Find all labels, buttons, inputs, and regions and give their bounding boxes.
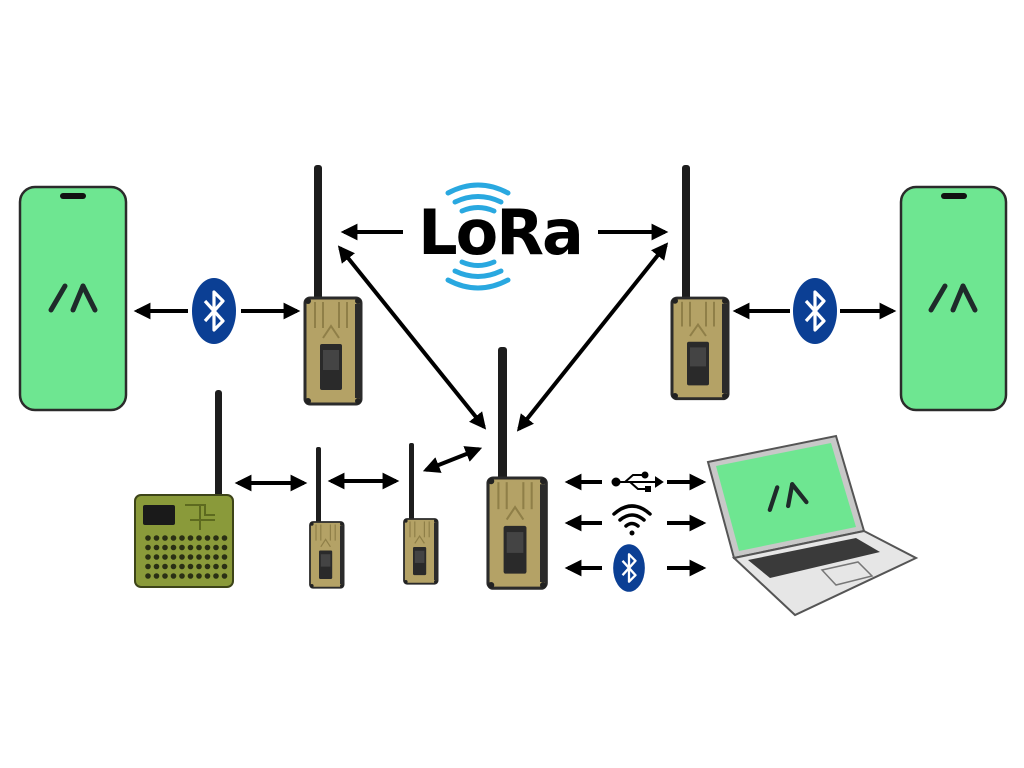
radio-top-right: [670, 165, 730, 401]
keypad-key: [179, 554, 185, 560]
keypad-key: [196, 544, 202, 551]
lora-logo: LoRa: [418, 182, 584, 291]
keypad-key: [221, 554, 228, 560]
radio-center: [486, 347, 548, 590]
keypad-key: [162, 544, 168, 551]
keypad-key: [204, 535, 211, 541]
keypad-key: [162, 554, 168, 560]
radio-small-2: [403, 443, 439, 585]
connection-arrows: [133, 223, 897, 577]
keypad-key: [187, 544, 194, 551]
keypad-key: [145, 573, 151, 579]
keypad-key: [153, 535, 160, 541]
usb-icon: [611, 471, 664, 492]
keypad-key: [196, 573, 202, 579]
keypad-key: [145, 554, 151, 560]
keypad-key: [170, 554, 177, 560]
keypad-key: [153, 544, 160, 551]
keypad-key: [213, 563, 219, 570]
keypad-key: [170, 544, 177, 551]
radio-small-1: [309, 447, 345, 589]
arrow-topleft-center: [337, 245, 487, 430]
keypad-key: [204, 573, 211, 579]
keypad-key: [213, 535, 219, 541]
keypad-key: [187, 573, 194, 579]
wifi-icon: [612, 504, 652, 536]
arrow-topright-center: [516, 242, 669, 432]
arrow-small2-center: [422, 446, 483, 473]
keypad-key: [153, 554, 160, 560]
keypad-key: [162, 573, 168, 579]
keypad-key: [153, 573, 160, 579]
keypad-key: [221, 535, 228, 541]
keypad-key: [170, 573, 177, 579]
keypad-key: [196, 535, 202, 541]
keypad-key: [170, 535, 177, 541]
lora-label: LoRa: [418, 196, 582, 269]
keypad-key: [153, 563, 160, 570]
keypad-key: [221, 563, 228, 570]
antenna: [498, 347, 507, 480]
keypad-key: [179, 535, 185, 541]
keypad-key: [204, 554, 211, 560]
keypad-key: [179, 544, 185, 551]
phone-right: [899, 185, 1008, 412]
keypad-device: [134, 390, 234, 588]
keypad-key: [196, 554, 202, 560]
antenna: [316, 447, 321, 524]
keypad-key: [187, 535, 194, 541]
antenna: [314, 165, 322, 300]
keypad-key: [162, 535, 168, 541]
keypad-key: [179, 573, 185, 579]
antenna: [409, 443, 414, 520]
laptop: [706, 434, 919, 617]
keypad-key: [221, 544, 228, 551]
antenna: [215, 390, 222, 500]
keypad-key: [187, 563, 194, 570]
keypad-key: [179, 563, 185, 570]
keypad-key: [213, 554, 219, 560]
radio-top-left: [303, 165, 363, 406]
keypad-key: [145, 544, 151, 551]
keypad-key: [221, 573, 228, 579]
antenna: [682, 165, 690, 300]
bluetooth-icon: [612, 543, 646, 593]
keypad-key: [170, 563, 177, 570]
bluetooth-icon: [791, 276, 839, 346]
keypad-key: [196, 563, 202, 570]
keypad-key: [145, 563, 151, 570]
bluetooth-icon: [190, 276, 238, 346]
keypad-key: [204, 544, 211, 551]
keypad-key: [204, 563, 211, 570]
keypad-key: [213, 544, 219, 551]
phone-left: [18, 185, 128, 412]
keypad-key: [187, 554, 194, 560]
keypad-key: [145, 535, 151, 541]
keypad-key: [162, 563, 168, 570]
keypad-key: [213, 573, 219, 579]
